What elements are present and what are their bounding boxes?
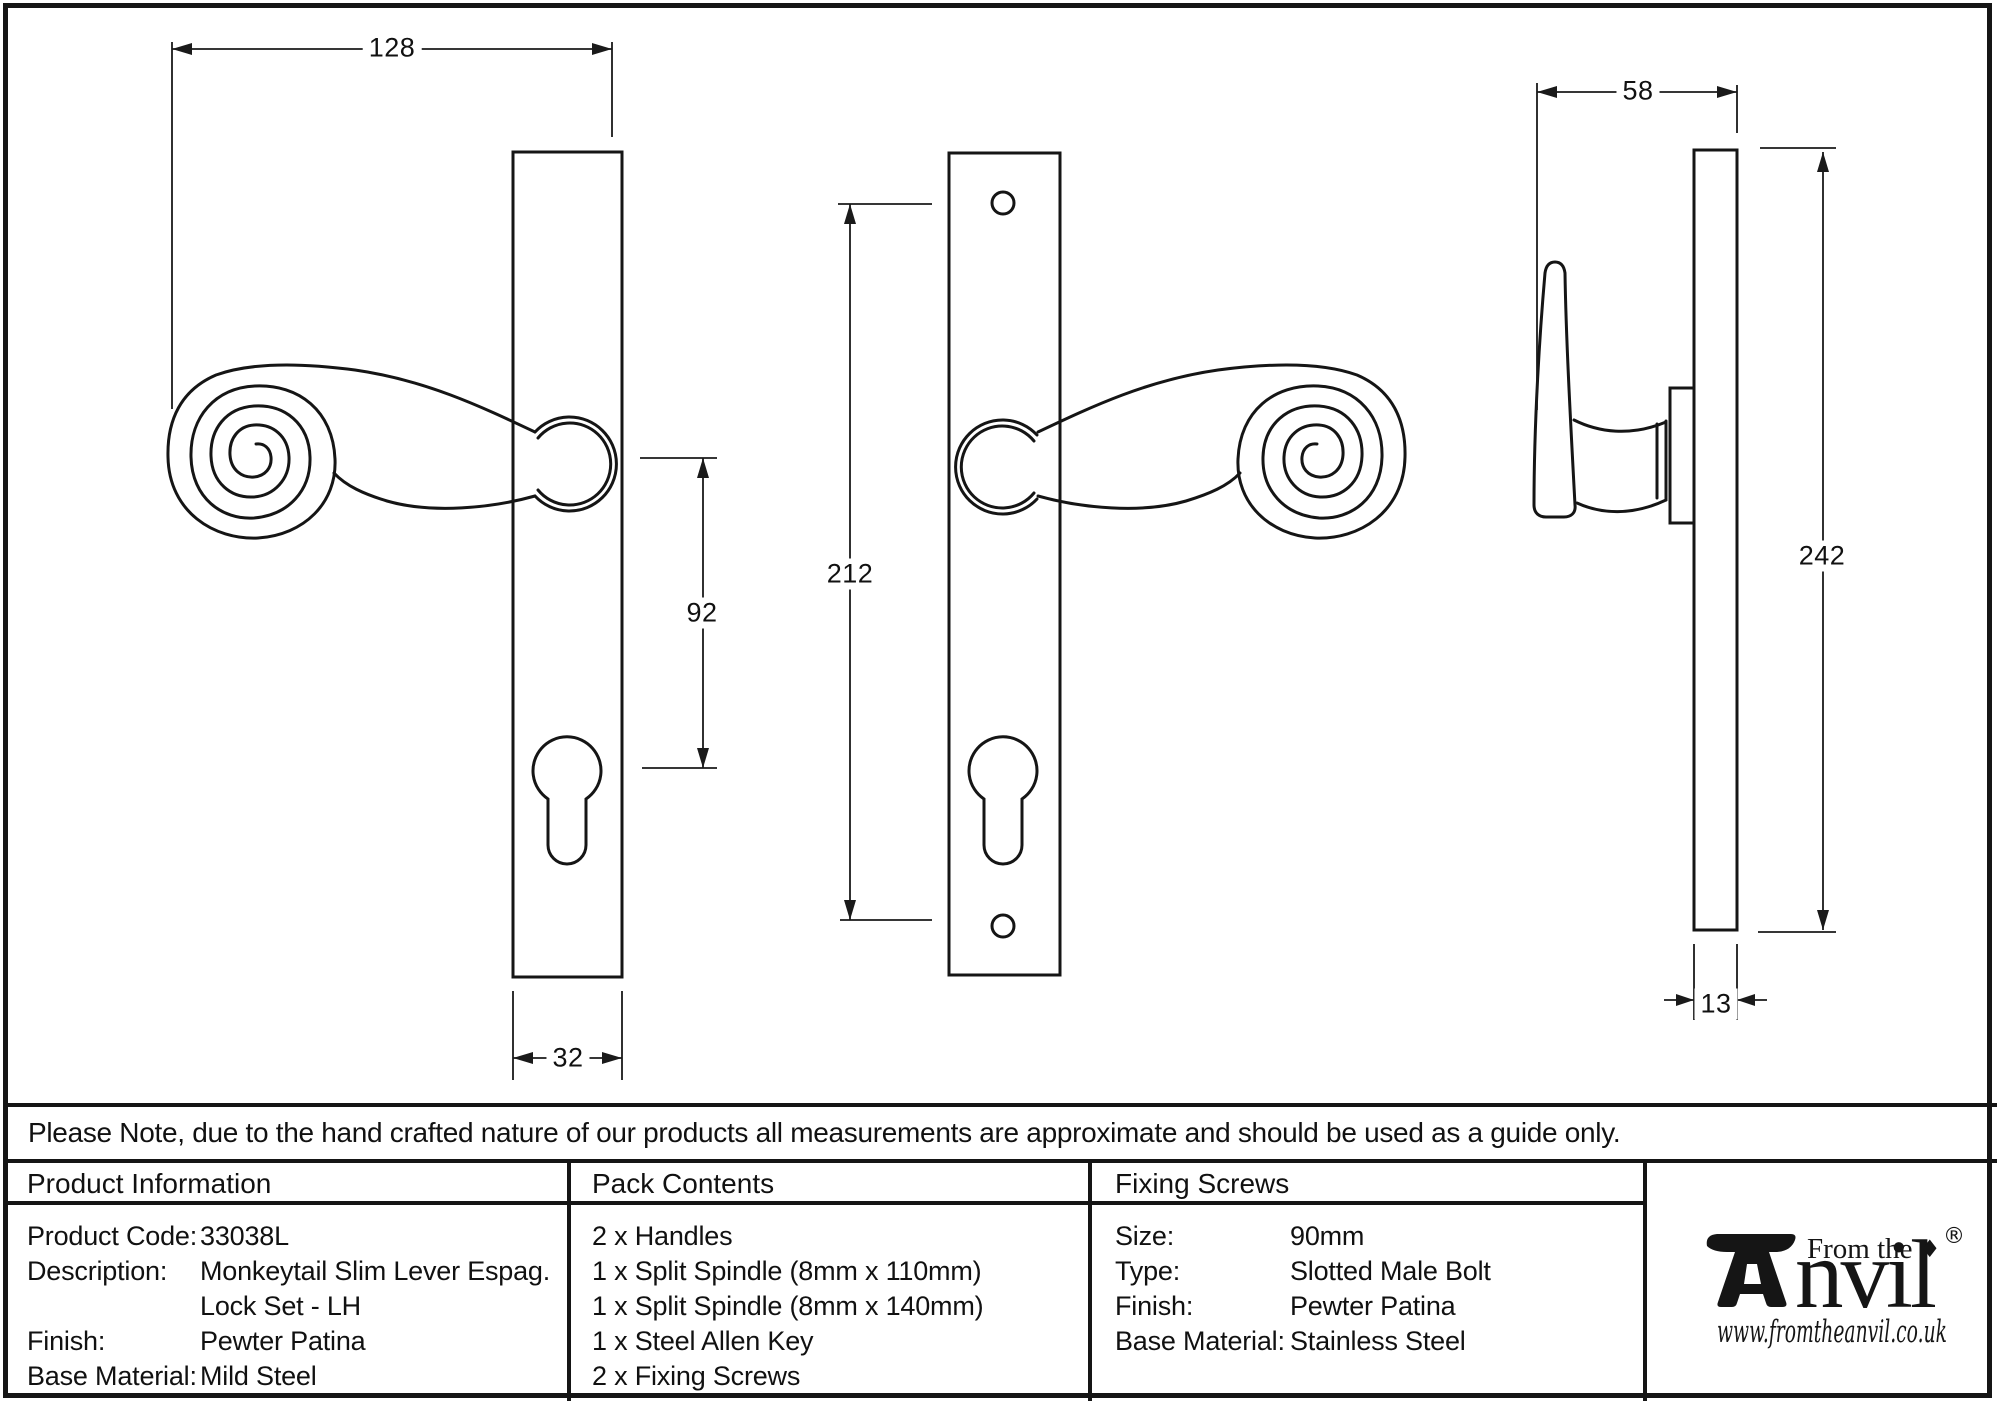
pack-contents-cell: 2 x Handles 1 x Split Spindle (8mm x 110… [592,1219,1082,1394]
dimension-label-total-width: 128 [362,32,422,64]
finish-label: Finish: [27,1326,106,1356]
header-fixing-screws: Fixing Screws [1115,1168,1290,1199]
pack-item: 1 x Split Spindle (8mm x 140mm) [592,1291,984,1321]
dimension-label-side-width: 58 [1616,75,1660,107]
dimension-label-plate-thickness: 13 [1694,988,1738,1020]
registered-mark-icon: ® [1943,1224,1965,1249]
sheet-border [3,3,1992,1398]
dimension-label-plate-height: 242 [1792,540,1852,572]
measurement-disclaimer: Please Note, due to the hand crafted nat… [28,1117,1621,1148]
base-material-label: Base Material: [27,1361,197,1391]
base-material-value: Mild Steel [200,1361,317,1391]
dimension-lines [171,42,1836,1080]
fixing-screws-cell: Size: 90mm Type: Slotted Male Bolt Finis… [1115,1219,1640,1359]
front-view-left-handle [166,150,624,979]
screw-type-value: Slotted Male Bolt [1290,1256,1491,1286]
technical-drawing [166,42,1836,1080]
screw-type-label: Type: [1115,1256,1181,1286]
description-value-line1: Monkeytail Slim Lever Espag. [200,1256,551,1286]
screw-size-label: Size: [1115,1221,1175,1251]
screw-finish-value: Pewter Patina [1290,1291,1456,1321]
pack-item: 1 x Steel Allen Key [592,1326,814,1356]
dimension-arrowheads [172,43,1829,1064]
finish-value: Pewter Patina [200,1326,366,1356]
dimension-label-lever-to-keyhole: 92 [680,597,724,629]
header-product-information: Product Information [27,1168,272,1199]
note-row-top-rule [3,1103,1997,1107]
product-code-value: 33038L [200,1221,289,1251]
header-pack-contents: Pack Contents [592,1168,775,1199]
brand-prefix-text: From the [1807,1233,1913,1265]
description-label: Description: [27,1256,168,1286]
front-view-right-handle [947,151,1407,977]
product-code-label: Product Code: [27,1221,197,1251]
column-divider-1 [567,1159,571,1401]
pack-item: 2 x Fixing Screws [592,1361,801,1391]
screw-material-value: Stainless Steel [1290,1326,1466,1356]
brand-name-text: nvil [1795,1221,1936,1328]
screw-finish-label: Finish: [1115,1291,1194,1321]
product-information-cell: Product Code: 33038L Description: Monkey… [27,1219,562,1394]
pack-item: 2 x Handles [592,1221,733,1251]
screw-size-value: 90mm [1290,1221,1365,1251]
diamond-icon: ♦ [1919,1235,1941,1263]
screw-material-label: Base Material: [1115,1326,1285,1356]
dimension-label-screw-centres: 212 [820,558,880,590]
dimension-label-plate-width: 32 [546,1042,590,1074]
description-value-line2: Lock Set - LH [200,1291,361,1321]
pack-item: 1 x Split Spindle (8mm x 110mm) [592,1256,982,1286]
brand-website-text: www.fromtheanvil.co.uk [1717,1314,1947,1350]
anvil-logo-icon [1706,1234,1796,1307]
table-top-rule [3,1159,1997,1163]
column-divider-3 [1643,1159,1647,1401]
column-divider-2 [1088,1159,1092,1401]
header-row-rule [3,1201,1645,1205]
brand-logo: nvil From the ♦ ® www.fromtheanvil.co.uk [1706,1221,1965,1350]
side-profile-view [1532,148,1739,932]
